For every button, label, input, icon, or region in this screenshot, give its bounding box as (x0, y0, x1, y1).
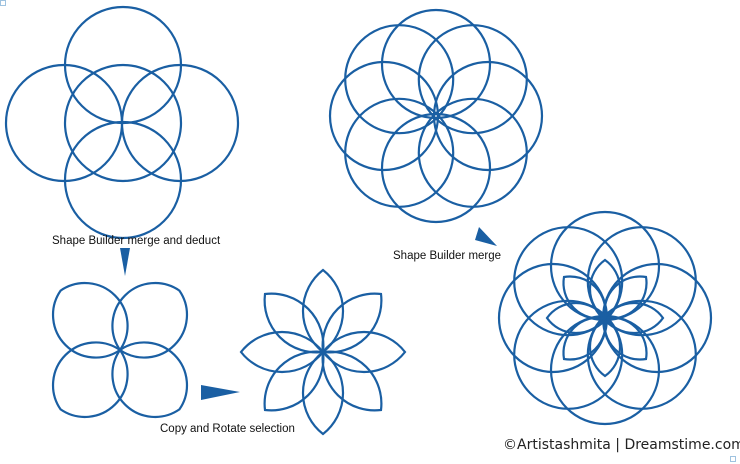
label-merge: Shape Builder merge (393, 250, 502, 262)
flower-petal-1 (301, 268, 345, 354)
flower-petal-4 (321, 350, 383, 412)
corner-mark-top-left (0, 0, 6, 6)
arrow-down-icon (120, 248, 130, 276)
petal-1 (111, 341, 189, 419)
label-copy-rotate: Copy and Rotate selection (160, 423, 295, 435)
rosette-petal-5 (588, 316, 622, 378)
corner-mark-bottom-right (730, 456, 736, 462)
petal-4 (111, 281, 189, 359)
credit-text: ©Artistashmita | Dreamstime.com (503, 437, 740, 453)
flower-petal-6 (263, 350, 325, 412)
rosette-petal-8 (562, 275, 607, 320)
arrow-right-icon (201, 385, 240, 400)
rosette-petal-6 (562, 316, 607, 361)
ring-circle-8 (344, 24, 455, 135)
label-merge-and-deduct: Shape Builder merge and deduct (52, 235, 221, 247)
flower-petal-8 (263, 292, 325, 354)
arrow-diagonal-icon (475, 227, 497, 246)
flower-petal-3 (321, 330, 407, 374)
rosette-petal-7 (545, 301, 607, 335)
four-petal-shape (51, 281, 189, 419)
circle-center (63, 63, 183, 183)
five-circle-construction (4, 5, 240, 240)
rosette-petal-4 (603, 316, 648, 361)
petal-2 (51, 341, 129, 419)
eight-petal-flower (239, 268, 407, 436)
flower-petal-7 (239, 330, 325, 374)
rosette-petal-3 (603, 301, 665, 335)
rosette-petal-2 (603, 275, 648, 320)
circle-bottom (63, 120, 183, 240)
flower-petal-2 (321, 292, 383, 354)
petal-3 (51, 281, 129, 359)
merged-rosette (497, 210, 713, 426)
eight-circle-ring (328, 8, 544, 224)
flower-petal-5 (301, 350, 345, 436)
rosette-petal-1 (588, 258, 622, 320)
